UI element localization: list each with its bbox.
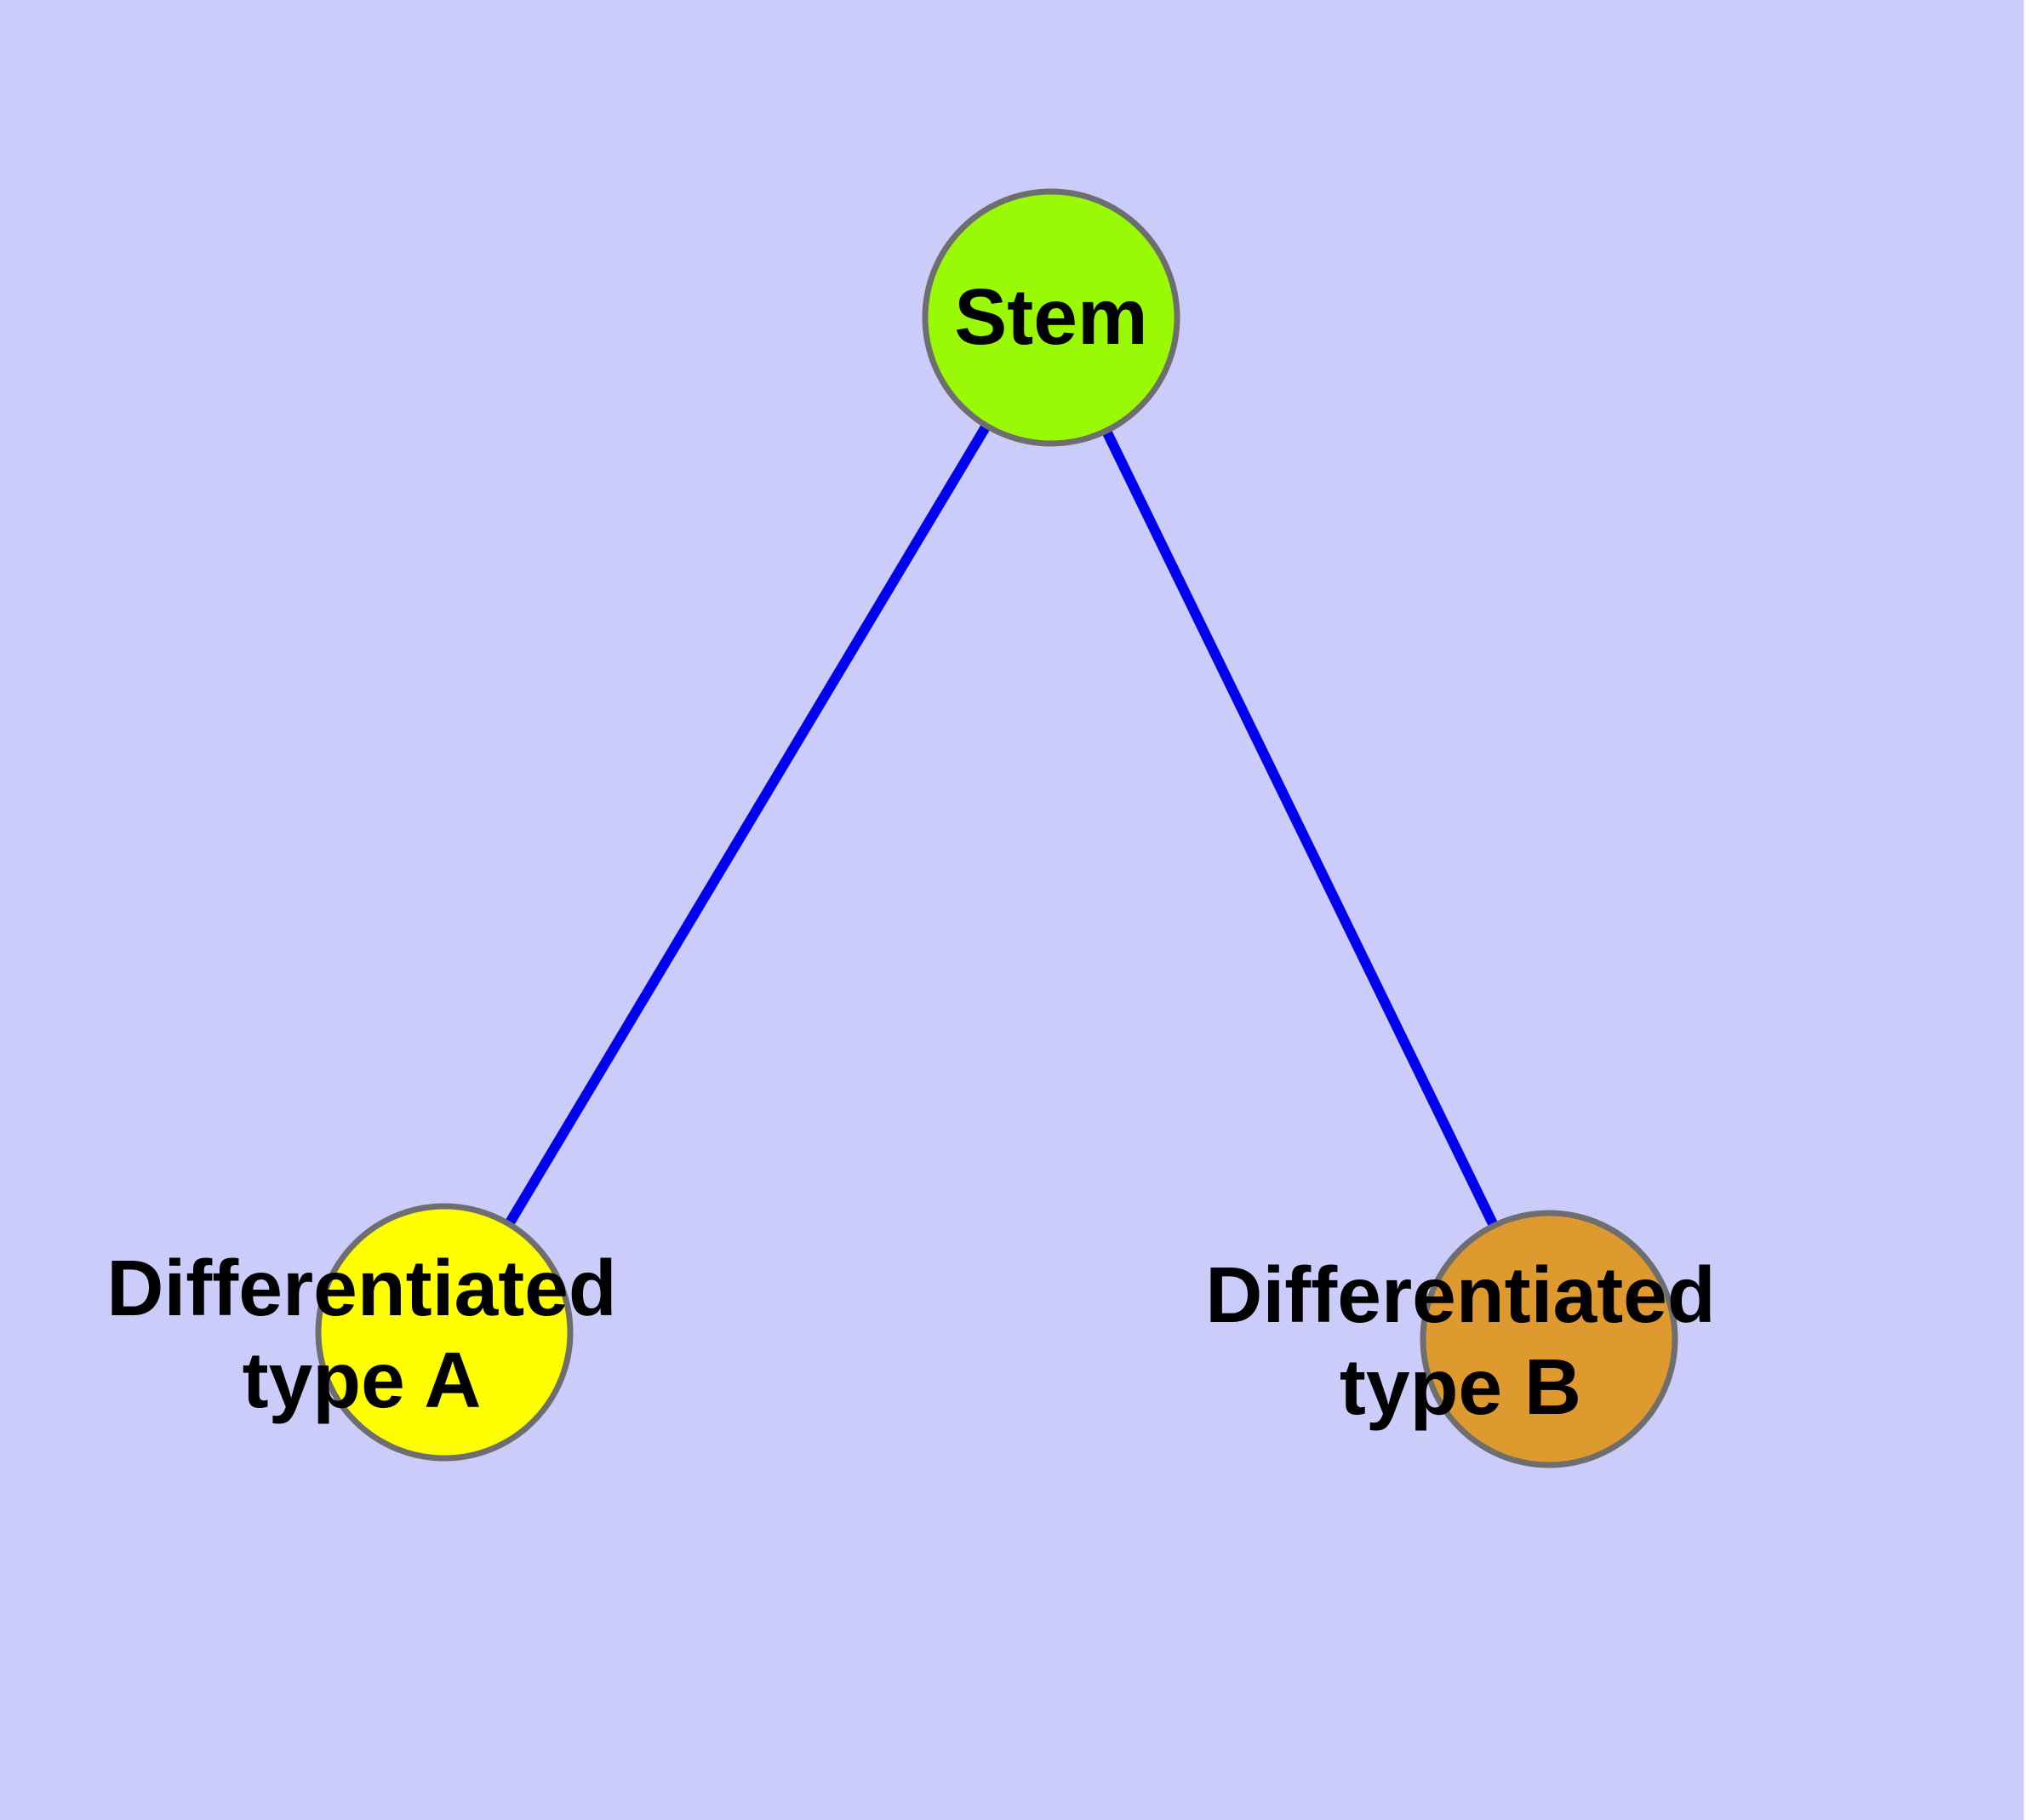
node-label-line: Differentiated [1205, 1251, 1715, 1339]
edge-stem-to-diff_b[interactable] [1100, 426, 1500, 1230]
node-label-line: type A [243, 1336, 482, 1424]
nodes-group [315, 188, 1678, 1468]
node-label-stem: Stem [954, 272, 1147, 361]
node-label-line: type B [1340, 1342, 1581, 1431]
node-label-line: Stem [954, 272, 1147, 361]
edge-stem-to-diff_a[interactable] [503, 421, 992, 1228]
node-diff_a[interactable] [315, 1203, 574, 1462]
edges-group [503, 421, 1500, 1230]
node-diff_b[interactable] [1420, 1210, 1678, 1468]
node-label-line: Differentiated [106, 1244, 616, 1332]
node-stem[interactable] [922, 188, 1180, 447]
